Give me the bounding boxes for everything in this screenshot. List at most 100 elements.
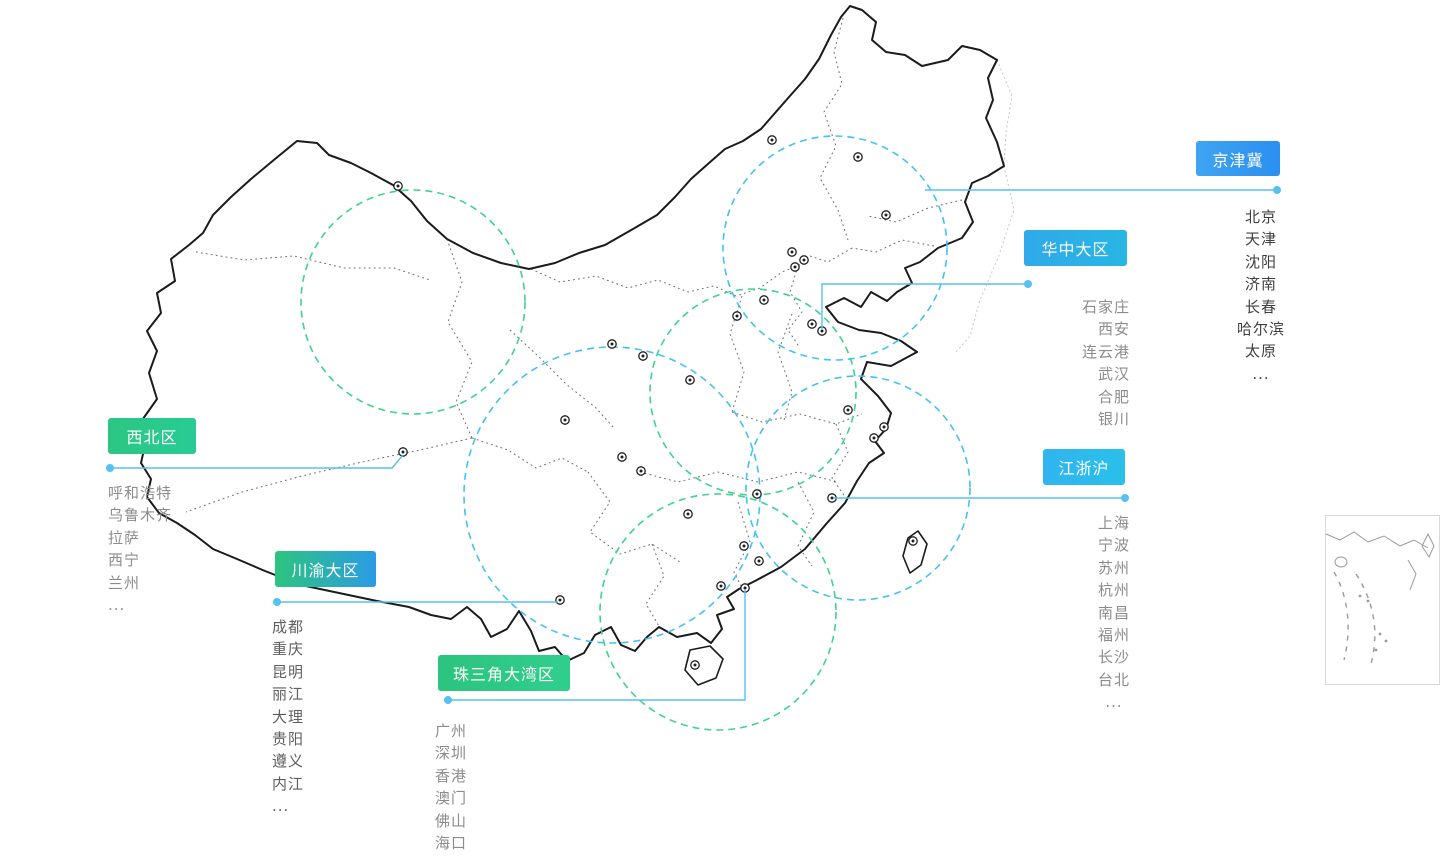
region-circle-zhusanjiao — [599, 493, 837, 731]
city-item: ... — [272, 797, 290, 816]
city-item: 广州 — [435, 722, 468, 740]
city-list-xibei: 呼和浩特乌鲁木齐拉萨西宁兰州... — [108, 482, 238, 616]
region-badge-jiangzhehu[interactable]: 江浙沪 — [1043, 449, 1125, 485]
region-badge-chuanyu[interactable]: 川渝大区 — [275, 551, 376, 587]
location-marker-icon — [607, 339, 617, 349]
city-list-chuanyu: 成都重庆昆明丽江大理贵阳遵义内江... — [272, 616, 392, 818]
city-item: 哈尔滨 — [1236, 320, 1285, 339]
city-item: 呼和浩特 — [108, 484, 173, 502]
city-item: ... — [1252, 364, 1270, 383]
connector-dot — [273, 598, 281, 606]
connector-dot — [1273, 186, 1281, 194]
city-item: 海口 — [435, 834, 468, 853]
city-item: 太原 — [1244, 342, 1277, 361]
city-item: 大理 — [272, 707, 305, 726]
connector-chuanyu — [273, 598, 558, 606]
city-item: ... — [1105, 693, 1123, 712]
connector-xibei — [106, 454, 404, 472]
location-marker-icon — [716, 581, 726, 591]
location-marker-icon — [853, 152, 863, 162]
city-item: 佛山 — [435, 811, 468, 830]
connector-dot — [1121, 494, 1129, 502]
province-borders — [185, 17, 963, 629]
location-marker-icon — [685, 375, 695, 385]
region-badge-huazhong[interactable]: 华中大区 — [1024, 230, 1127, 266]
south-china-sea-inset — [1325, 515, 1440, 685]
city-item: 成都 — [272, 618, 305, 636]
taiwan-island — [902, 530, 928, 574]
connector-huazhong — [821, 280, 1032, 330]
connector-zhusanjiao — [444, 590, 746, 704]
city-item: 西宁 — [108, 551, 141, 570]
city-list-jingjinji: 北京天津沈阳济南长春哈尔滨太原... — [1191, 206, 1331, 385]
connector-dot — [444, 696, 452, 704]
location-marker-icon — [908, 536, 918, 546]
city-item: 上海 — [1097, 514, 1130, 532]
city-item: 银川 — [1097, 410, 1130, 429]
city-item: 内江 — [272, 774, 305, 793]
region-circle-huazhong — [649, 288, 857, 496]
city-item: 贵阳 — [272, 730, 305, 749]
city-item: 宁波 — [1097, 536, 1130, 555]
location-marker-icon — [843, 405, 853, 415]
city-item: 杭州 — [1097, 581, 1130, 600]
city-list-zhusanjiao: 广州深圳香港澳门佛山海口... — [435, 720, 555, 868]
region-circle-jingjinji — [722, 135, 948, 361]
city-list-jiangzhehu: 上海宁波苏州杭州南昌福州长沙台北... — [1064, 512, 1164, 714]
hainan-island — [684, 645, 724, 686]
city-item: 苏州 — [1097, 558, 1130, 577]
city-item: 连云港 — [1081, 342, 1130, 361]
city-item: 福州 — [1097, 626, 1130, 645]
city-item: 香港 — [435, 766, 468, 785]
city-item: 南昌 — [1097, 603, 1130, 622]
location-marker-icon — [807, 319, 817, 329]
city-item: 台北 — [1097, 670, 1130, 689]
city-item: 武汉 — [1097, 365, 1130, 384]
city-item: 长春 — [1244, 297, 1277, 316]
city-item: 乌鲁木齐 — [108, 506, 173, 525]
location-marker-icon — [683, 509, 693, 519]
location-marker-icon — [759, 295, 769, 305]
location-marker-icon — [869, 433, 879, 443]
region-circle-jiangzhehu — [745, 375, 971, 601]
location-marker-icon — [754, 556, 764, 566]
location-marker-icon — [752, 489, 762, 499]
city-item: 兰州 — [108, 573, 141, 592]
city-item: 拉萨 — [108, 528, 141, 547]
city-item: 沈阳 — [1244, 252, 1277, 271]
city-item: 遵义 — [272, 752, 305, 771]
location-marker-icon — [398, 447, 408, 457]
connector-dot — [106, 464, 114, 472]
location-marker-icon — [787, 247, 797, 257]
city-item: 合肥 — [1097, 387, 1130, 406]
connector-dot — [1024, 280, 1032, 288]
city-item: 长沙 — [1097, 648, 1130, 667]
location-marker-icon — [732, 311, 742, 321]
location-marker-icon — [799, 255, 809, 265]
location-marker-icon — [560, 415, 570, 425]
connector-jingjinji — [925, 186, 1281, 194]
city-list-huazhong: 石家庄西安连云港武汉合肥银川 — [1030, 296, 1130, 430]
region-badge-xibei[interactable]: 西北区 — [108, 418, 196, 454]
connector-jiangzhehu — [833, 494, 1129, 502]
location-marker-icon — [767, 135, 777, 145]
region-circle-chuanyu — [463, 346, 761, 644]
location-marker-icon — [393, 181, 403, 191]
city-item: 北京 — [1244, 208, 1277, 226]
location-marker-icon — [739, 541, 749, 551]
city-item: 天津 — [1244, 230, 1277, 249]
city-item: 石家庄 — [1081, 298, 1130, 316]
region-circle-xibei — [300, 189, 526, 415]
city-item: 昆明 — [272, 662, 305, 681]
location-marker-icon — [790, 262, 800, 272]
city-item: 西安 — [1097, 320, 1130, 339]
region-badge-jingjinji[interactable]: 京津冀 — [1196, 141, 1280, 176]
region-badge-zhusanjiao[interactable]: 珠三角大湾区 — [438, 655, 570, 691]
city-item: 重庆 — [272, 640, 305, 659]
neighbor-borders — [955, 59, 1015, 353]
city-item: 丽江 — [272, 685, 305, 704]
location-marker-icon — [879, 422, 889, 432]
location-marker-icon — [617, 452, 627, 462]
